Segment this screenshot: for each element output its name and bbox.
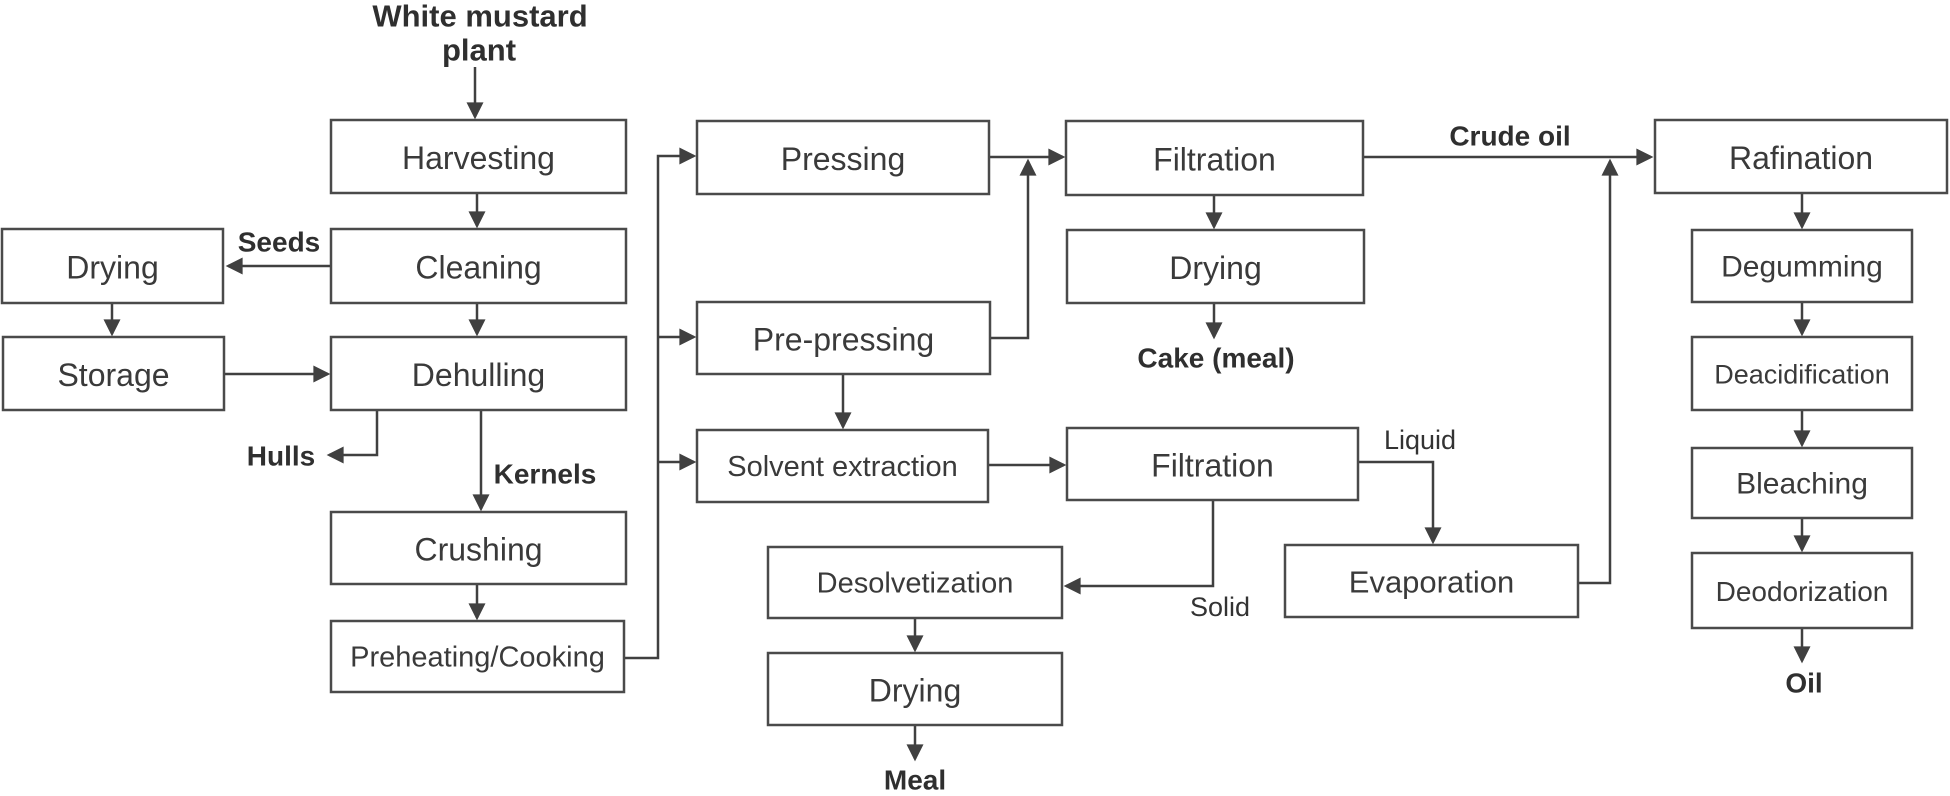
label-oil: Oil: [1785, 668, 1822, 699]
edge-filtration2-solid-desolv: [1063, 500, 1215, 595]
flowchart-box: [695, 300, 992, 376]
node-cleaning: Cleaning: [329, 227, 628, 305]
node-label-preheating-cooking: Preheating/Cooking: [350, 642, 605, 674]
node-label-solvent-extraction: Solvent extraction: [727, 451, 958, 483]
edge-evaporation-riser: [1578, 158, 1619, 585]
label-hulls: Hulls: [247, 441, 315, 472]
flowchart-box: [1690, 551, 1914, 630]
node-label-degumming: Degumming: [1721, 251, 1883, 284]
label-meal: Meal: [884, 765, 946, 796]
flowchart-box: [1064, 119, 1365, 197]
flowchart-box: [1065, 228, 1366, 305]
node-label-deodorization: Deodorization: [1716, 576, 1889, 607]
node-label-pressing: Pressing: [781, 141, 906, 177]
node-rafination: Rafination: [1653, 118, 1949, 195]
node-label-storage: Storage: [57, 357, 169, 393]
edge-pre-pressing-riser: [990, 158, 1037, 340]
node-storage: Storage: [1, 335, 226, 412]
node-drying-bottom: Drying: [766, 651, 1064, 727]
flowchart-box: [1690, 335, 1914, 412]
node-degumming: Degumming: [1690, 228, 1914, 304]
node-label-filtration-2: Filtration: [1151, 447, 1274, 483]
flowchart-box: [1283, 543, 1580, 619]
node-preheating-cooking: Preheating/Cooking: [329, 619, 626, 694]
node-label-cleaning: Cleaning: [415, 249, 541, 285]
node-pressing: Pressing: [695, 119, 991, 196]
node-bleaching: Bleaching: [1690, 446, 1914, 520]
edges-layer: [103, 67, 1811, 762]
flowchart-box: [1690, 228, 1914, 304]
node-label-harvesting: Harvesting: [402, 140, 555, 176]
flowchart-box: [329, 510, 628, 586]
node-drying-mid: Drying: [1065, 228, 1366, 305]
label-crude-oil: Crude oil: [1449, 121, 1570, 152]
node-label-bleaching: Bleaching: [1736, 468, 1868, 501]
flowchart-box: [1653, 118, 1949, 195]
node-harvesting: Harvesting: [329, 118, 628, 195]
flowchart-box: [766, 545, 1064, 620]
flowchart-box: [695, 428, 990, 504]
node-deodorization: Deodorization: [1690, 551, 1914, 630]
node-label-dehulling: Dehulling: [412, 357, 545, 393]
label-title-line-1: White mustard: [372, 0, 587, 34]
node-desolvetization: Desolvetization: [766, 545, 1064, 620]
edge-dehulling-to-hulls: [326, 410, 379, 464]
node-deacidification: Deacidification: [1690, 335, 1914, 412]
node-label-pre-pressing: Pre-pressing: [753, 321, 934, 357]
edge-filtration2-liquid-evap: [1358, 460, 1442, 545]
flowchart-box: [766, 651, 1064, 727]
node-label-deacidification: Deacidification: [1714, 360, 1890, 390]
flowchart-box: [329, 335, 628, 412]
node-label-drying-mid: Drying: [1169, 250, 1261, 286]
node-label-rafination: Rafination: [1729, 140, 1873, 176]
node-crushing: Crushing: [329, 510, 628, 586]
flowchart-box: [1, 335, 226, 412]
flowchart-box: [1690, 446, 1914, 520]
flowchart-box: [695, 119, 991, 196]
flowchart-box: [0, 227, 225, 305]
label-cake-meal: Cake (meal): [1137, 343, 1294, 374]
flowchart-box: [329, 118, 628, 195]
node-label-crushing: Crushing: [414, 531, 542, 567]
node-solvent-extraction: Solvent extraction: [695, 428, 990, 504]
label-solid: Solid: [1190, 592, 1250, 622]
node-evaporation: Evaporation: [1283, 543, 1580, 619]
node-label-drying-bottom: Drying: [869, 672, 961, 708]
node-label-drying-left: Drying: [66, 249, 158, 285]
label-liquid: Liquid: [1384, 425, 1456, 455]
label-title-line-2: plant: [442, 33, 516, 68]
node-filtration-1: Filtration: [1064, 119, 1365, 197]
label-kernels: Kernels: [494, 459, 597, 490]
node-label-desolvetization: Desolvetization: [817, 568, 1014, 600]
node-label-evaporation: Evaporation: [1349, 565, 1514, 600]
flowchart-box: [329, 619, 626, 694]
edge-preheating-to-pressing: [624, 147, 697, 660]
node-drying-left: Drying: [0, 227, 225, 305]
node-label-filtration-1: Filtration: [1153, 141, 1276, 177]
node-pre-pressing: Pre-pressing: [695, 300, 992, 376]
node-filtration-2: Filtration: [1065, 426, 1360, 502]
node-dehulling: Dehulling: [329, 335, 628, 412]
flowchart-box: [329, 227, 628, 305]
label-seeds: Seeds: [238, 227, 321, 258]
flowchart-box: [1065, 426, 1360, 502]
